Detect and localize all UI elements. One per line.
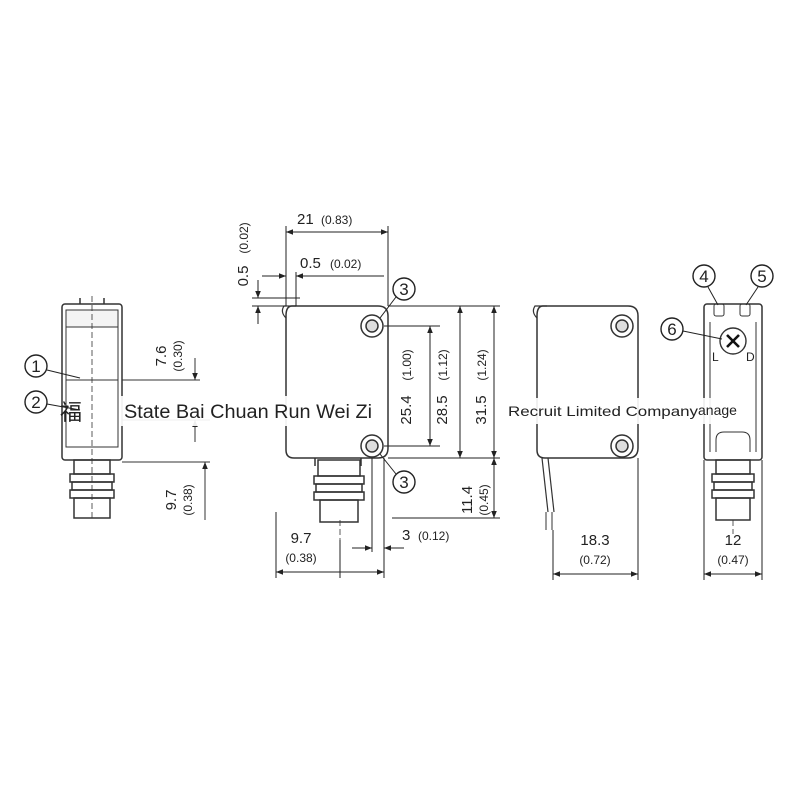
dim-0-5-h: 0.5 [300,255,321,272]
dim-21-in: (0.83) [321,213,352,227]
dim-31-5-in: (1.24) [475,349,489,380]
dim-25-4-in: (1.00) [400,349,414,380]
dim-28-5-in: (1.12) [436,349,450,380]
dim-3-in: (0.12) [418,529,449,543]
callout-1: 1 [31,357,40,376]
watermark-right: Recruit Limited Company [508,403,698,419]
callout-3-top: 3 [399,280,408,299]
dim-0-5-v: 0.5 [235,266,252,287]
watermark-ghost-char: 福 [60,400,82,425]
back-view-dim-lines [703,460,763,580]
callout-6: 6 [667,320,676,339]
dim-3: 3 [402,527,410,544]
callout-5: 5 [757,267,766,286]
dim-0-5-h-in: (0.02) [330,257,361,271]
dim-9-7-front-in: (0.38) [181,484,195,515]
callout-4: 4 [699,267,708,286]
pot-label-right: D [746,350,755,364]
dim-7-6: 7.6 [153,346,170,367]
rear-view [532,305,639,530]
dim-9-7-front: 9.7 [163,490,180,511]
dim-18-3: 18.3 [580,532,609,549]
back-view [703,303,763,534]
side-view-callouts: 3 3 [379,277,416,494]
rear-view-dim-lines [552,458,639,580]
dim-11-4: 11.4 [459,486,476,514]
pot-label-left: L [712,350,719,364]
callout-2: 2 [31,393,40,412]
callout-3-bottom: 3 [399,473,408,492]
dim-18-3-in: (0.72) [579,553,610,567]
dim-28-5: 28.5 [434,395,451,424]
front-view-dims: 7.6 (0.30) 9.7 (0.38) [153,340,195,515]
watermark-band: 福 State Bai Chuan Run Wei Zi Recruit Lim… [60,396,745,426]
front-view [61,296,210,520]
dim-12-in: (0.47) [717,553,748,567]
watermark-left: State Bai Chuan Run Wei Zi [124,402,372,423]
front-view-callouts: 1 2 [24,354,81,414]
potentiometer-labels: L D [712,350,755,364]
side-view [281,305,389,560]
dim-0-5-v-in: (0.02) [237,222,251,253]
potentiometer-icon [726,334,740,348]
rear-view-dims: 18.3 (0.72) [579,532,610,567]
dim-11-4-in: (0.45) [477,484,491,515]
back-view-callouts: 4 5 6 [660,264,774,341]
dim-9-7-side: 9.7 [291,530,312,547]
side-view-dims: 21 (0.83) 0.5 (0.02) 0.5 (0.02) 25.4 (1.… [235,211,491,565]
dim-21: 21 [297,211,314,228]
dim-25-4: 25.4 [398,395,415,424]
dim-9-7-side-in: (0.38) [285,551,316,565]
watermark-right-tail: anage [698,402,737,418]
dim-12: 12 [725,532,742,549]
dim-7-6-in: (0.30) [171,340,185,371]
dim-31-5: 31.5 [473,395,490,424]
side-view-dim-lines [252,226,500,578]
back-view-dims: 12 (0.47) [717,532,748,567]
